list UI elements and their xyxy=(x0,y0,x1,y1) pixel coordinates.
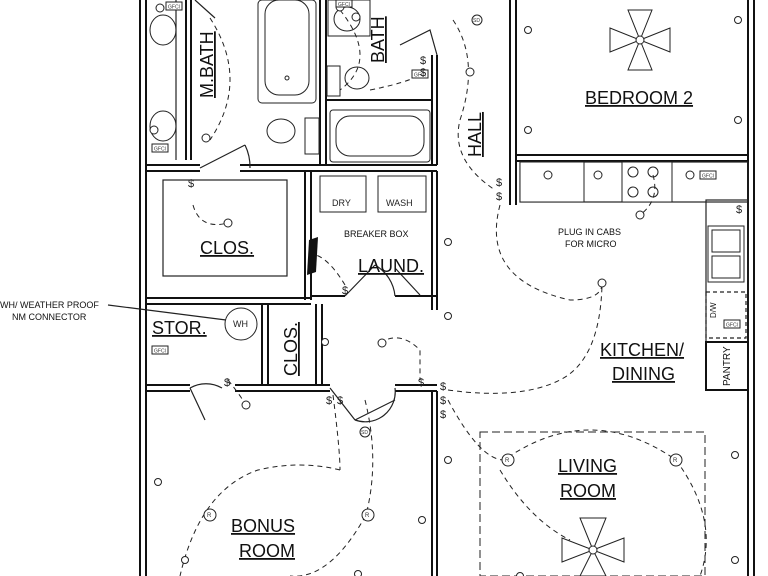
switch-symbol: $ xyxy=(224,377,230,389)
room-label-kitchen-line2: DINING xyxy=(612,364,675,384)
switch-symbol: $ xyxy=(342,285,348,297)
room-label-living-line2: ROOM xyxy=(560,481,616,501)
walls xyxy=(139,0,755,576)
switch-symbol: $ xyxy=(326,395,332,407)
gfci-label: GFCI xyxy=(154,349,166,355)
switch-symbol: $ xyxy=(188,178,194,190)
gfci-label: GFCI xyxy=(414,73,426,79)
room-label-hall: HALL xyxy=(465,112,485,157)
room-label-bath: BATH xyxy=(368,16,388,63)
recessed-label: R xyxy=(673,458,678,464)
switch-symbol: $ xyxy=(736,204,742,216)
kitchen-appliances: D/W xyxy=(519,161,747,339)
switch-symbol: $ xyxy=(496,191,502,203)
note-wh-line2: NM CONNECTOR xyxy=(12,312,87,322)
room-label-storage: STOR. xyxy=(152,318,207,338)
gfci-label: GFCI xyxy=(168,5,180,11)
breaker-box-symbol xyxy=(307,237,318,275)
ceiling-fan-living xyxy=(561,517,625,576)
room-label-closet-2: CLOS. xyxy=(281,322,301,376)
water-heater-symbol xyxy=(224,307,258,341)
recessed-lights: R R R R xyxy=(203,453,683,522)
smoke-detector-label: SD xyxy=(473,18,480,24)
ceiling-fan-bedroom xyxy=(609,9,671,71)
recessed-label: R xyxy=(365,513,370,519)
room-label-living-line1: LIVING xyxy=(558,456,617,476)
gfci-label: GFCI xyxy=(154,147,166,153)
circuit-runs xyxy=(179,9,707,576)
laundry-appliances: DRY WASH xyxy=(307,175,427,275)
recessed-label: R xyxy=(505,458,510,464)
note-plug-line2: FOR MICRO xyxy=(565,239,617,249)
doors xyxy=(189,0,438,423)
smoke-detectors: SD SD xyxy=(359,14,483,438)
switch-symbol: $ xyxy=(420,67,426,79)
switch-symbol: $ xyxy=(420,55,426,67)
washer-label: WASH xyxy=(386,198,413,208)
room-label-bonus-line2: ROOM xyxy=(239,541,295,561)
note-breaker-box: BREAKER BOX xyxy=(344,229,409,239)
switch-symbol: $ xyxy=(440,409,446,421)
smoke-detector-label: SD xyxy=(361,430,368,436)
gfci-outlets: GFCI GFCI GFCI GFCI GFCI GFCI GFCI xyxy=(151,0,741,355)
switch-symbol: $ xyxy=(337,395,343,407)
switch-symbol: $ xyxy=(440,381,446,393)
room-label-laundry: LAUND. xyxy=(358,256,424,276)
note-wh-line1: WH/ WEATHER PROOF xyxy=(0,300,99,310)
room-label-bonus-line1: BONUS xyxy=(231,516,295,536)
room-label-bedroom2: BEDROOM 2 xyxy=(585,88,693,108)
recessed-label: R xyxy=(207,513,212,519)
room-label-pantry: PANTRY xyxy=(722,346,733,386)
room-label-closet-1: CLOS. xyxy=(200,238,254,258)
dishwasher-label: D/W xyxy=(709,302,718,318)
water-heater-label: WH xyxy=(233,319,248,329)
room-label-kitchen-line1: KITCHEN/ xyxy=(600,340,684,360)
gfci-label: GFCI xyxy=(338,2,350,8)
gfci-label: GFCI xyxy=(702,174,714,180)
annotations: BREAKER BOX PLUG IN CABS FOR MICRO WH/ W… xyxy=(0,227,621,322)
dryer-label: DRY xyxy=(332,198,351,208)
switch-symbol: $ xyxy=(418,377,424,389)
switch-symbol: $ xyxy=(440,395,446,407)
switches: $ $ $ $ $ $ $ $ $ $ $ $ $ $ xyxy=(188,55,742,421)
bath-fixtures xyxy=(149,0,431,163)
gfci-label: GFCI xyxy=(726,323,738,329)
note-plug-line1: PLUG IN CABS xyxy=(558,227,621,237)
room-labels: M.BATH BATH BEDROOM 2 HALL CLOS. LAUND. … xyxy=(152,16,733,561)
living-room-ceiling-outline xyxy=(479,431,706,576)
switch-symbol: $ xyxy=(496,177,502,189)
room-label-master-bath: M.BATH xyxy=(197,31,217,98)
wall-outlets xyxy=(154,16,742,576)
